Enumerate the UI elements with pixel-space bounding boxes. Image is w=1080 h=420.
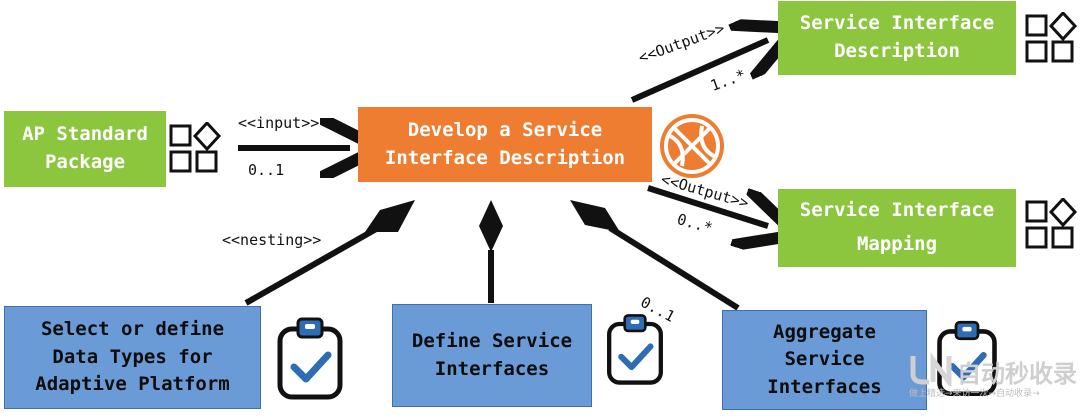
define-line2: Interfaces: [434, 357, 550, 380]
define-service-interfaces-node: Define Service Interfaces: [392, 304, 592, 407]
input-stereotype-label: <<input>>: [238, 114, 320, 132]
sid-line1: Service Interface: [799, 12, 995, 35]
basketball-guidance-icon: [660, 114, 724, 178]
service-interface-description-node: Service Interface Description: [778, 1, 1016, 75]
select-line1: Select or define: [40, 318, 225, 341]
task-checklist-icon: [937, 320, 997, 397]
nesting-stereotype-label: <<nesting>>: [222, 231, 322, 249]
ap-standard-package-node: AP Standard Package: [4, 111, 166, 187]
watermark-text: 自动秒收录: [957, 360, 1077, 388]
aggregate-link: [608, 225, 740, 311]
package-icon: [169, 122, 222, 173]
ap-standard-line1: AP Standard: [22, 123, 148, 146]
nesting-link: [244, 217, 394, 306]
aggregate-line2: Service: [784, 348, 865, 371]
develop-line2: Interface Description: [384, 146, 626, 169]
aggregate-line3: Interfaces: [767, 375, 882, 398]
task-checklist-icon: [607, 314, 663, 385]
package-icon: [1025, 198, 1078, 249]
develop-service-interface-description-node: Develop a Service Interface Description: [358, 107, 652, 182]
develop-line1: Develop a Service: [407, 118, 603, 141]
watermark-subtext: 做上精选→来访一次→自动收录→: [909, 389, 1040, 399]
sim-line1: Service Interface: [799, 199, 995, 222]
sid-line2: Description: [834, 40, 960, 62]
package-icon: [1025, 12, 1078, 63]
define-service-diamond: [479, 200, 503, 252]
output-mapping-arrow: [647, 185, 768, 226]
aggregate-service-interfaces-node: Aggregate Service Interfaces: [722, 310, 927, 410]
select-line2: Data Types for: [52, 345, 213, 368]
watermark-logo-icon: [910, 352, 952, 386]
watermark: 自动秒收录 做上精选→来访一次→自动收录→: [905, 352, 1077, 412]
aggregate-line1: Aggregate: [773, 320, 876, 343]
ap-standard-line2: Package: [44, 151, 126, 173]
sim-line2: Mapping: [856, 233, 938, 255]
service-interface-mapping-node: Service Interface Mapping: [778, 189, 1016, 267]
nesting-diamond: [365, 200, 415, 232]
define-line1: Define Service: [411, 329, 573, 352]
select-define-data-types-node: Select or define Data Types for Adaptive…: [4, 306, 261, 409]
aggregate-diamond: [570, 200, 620, 232]
output-description-arrow: [630, 40, 768, 103]
select-line3: Adaptive Platform: [35, 373, 230, 396]
input-multiplicity-label: 0..1: [248, 161, 285, 179]
task-checklist-icon: [277, 317, 343, 400]
